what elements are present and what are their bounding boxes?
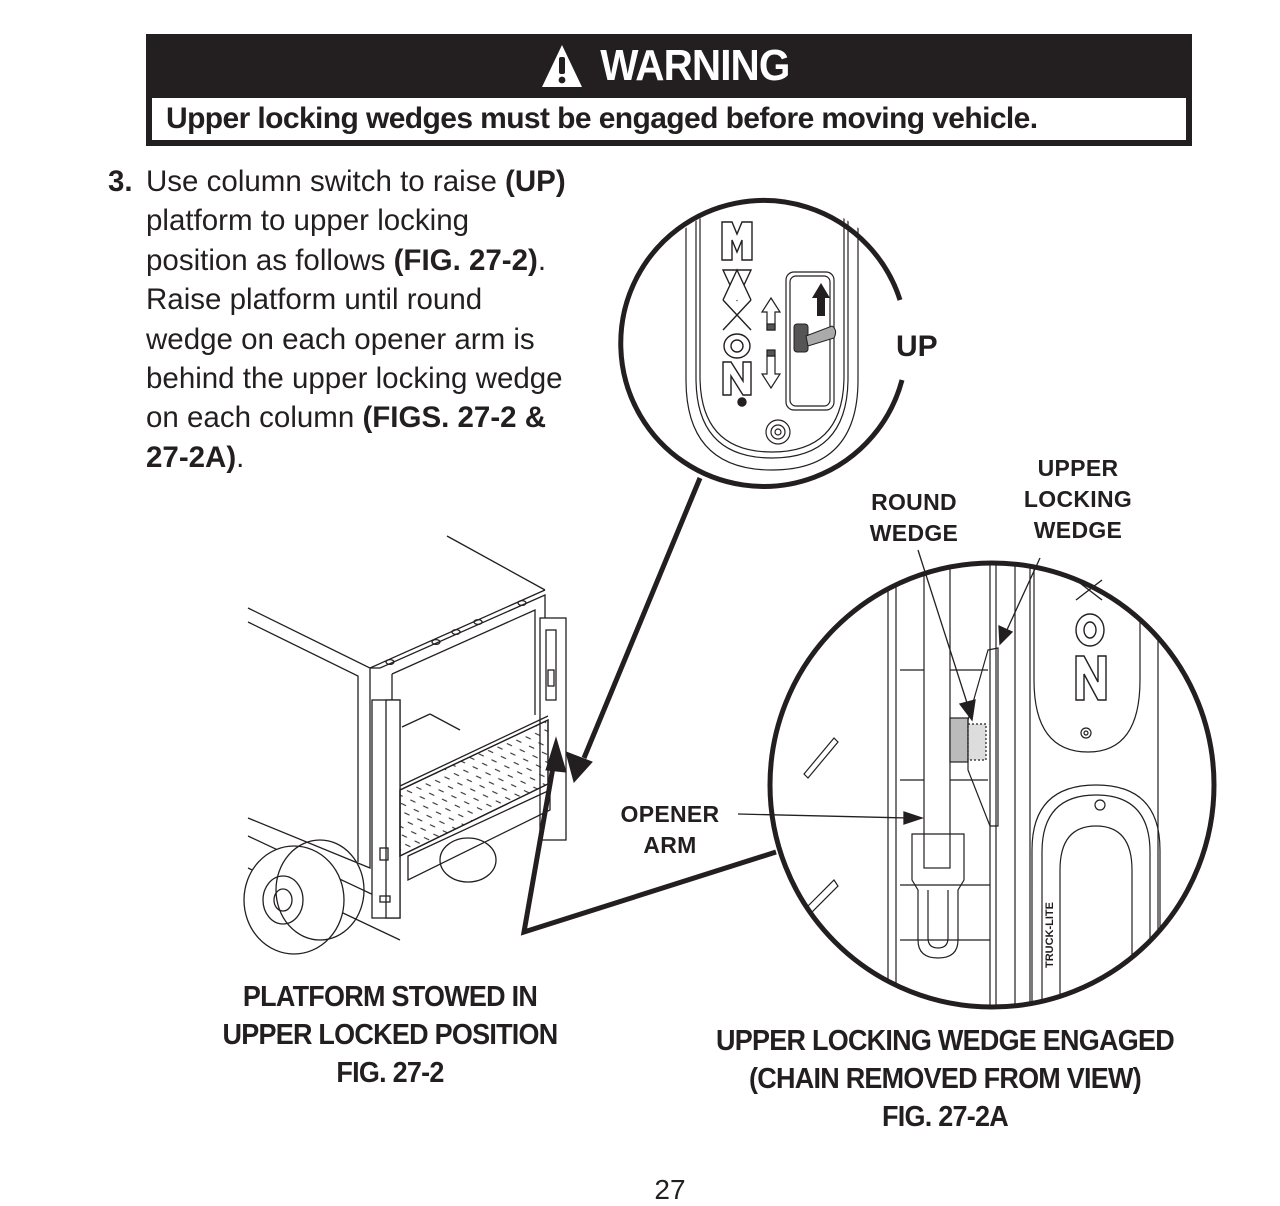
round-wedge-callout: ROUND WEDGE (858, 487, 970, 549)
callout-line: WEDGE (1033, 517, 1123, 543)
callout-line: ROUND (871, 489, 957, 515)
warning-banner: WARNING Upper locking wedges must be eng… (146, 34, 1192, 146)
fig-27-2-caption: PLATFORM STOWED IN UPPER LOCKED POSITION… (176, 978, 604, 1092)
up-label: UP (896, 330, 938, 363)
detail-circle-outline (618, 197, 905, 489)
pointer-arrows (520, 477, 777, 936)
warning-header: WARNING (146, 38, 1192, 94)
callout-line: ARM (643, 832, 697, 858)
step-text-segment-bold: (FIGS. 27-2 & 27-2A) (146, 401, 547, 474)
step-text-segment-bold: (UP) (505, 165, 566, 198)
caption-line: FIG. 27-2 (336, 1057, 444, 1089)
opener-arm-callout: OPENER ARM (608, 799, 732, 861)
warning-title: WARNING (600, 41, 790, 90)
wedge-detail-view: TRUCK-LITE (737, 549, 1217, 1010)
caption-line: FIG. 27-2A (882, 1101, 1009, 1133)
page-number: 27 (654, 1174, 686, 1205)
callout-line: UPPER (1037, 455, 1119, 481)
callout-leaders (737, 549, 1041, 825)
caption-line: PLATFORM STOWED IN (242, 981, 538, 1013)
step-text-segment: . Raise platform until round wedge on ea… (146, 243, 563, 435)
marker-lights (385, 599, 527, 666)
step-instructions: Use column switch to raise (UP) platform… (146, 162, 576, 477)
toggle-switch-icon (793, 283, 837, 353)
truck-illustration (243, 535, 567, 955)
step-number: 3. (108, 165, 133, 198)
maxon-logo-partial (1075, 579, 1107, 701)
caption-line: UPPER LOCKING WEDGE ENGAGED (716, 1025, 1175, 1057)
callout-line: WEDGE (869, 520, 959, 546)
step-text-segment: . (236, 440, 245, 474)
switch-detail-view (618, 197, 905, 489)
warning-message-box: Upper locking wedges must be engaged bef… (152, 98, 1186, 140)
fig-27-2a-caption: UPPER LOCKING WEDGE ENGAGED (CHAIN REMOV… (671, 1022, 1220, 1136)
warning-triangle-icon (542, 45, 583, 87)
upper-locking-wedge-callout: UPPER LOCKING WEDGE (1010, 453, 1146, 546)
callout-line: LOCKING (1023, 486, 1133, 512)
up-down-indicator-icon (760, 296, 782, 390)
step-text-segment: platform to upper locking position as fo… (146, 204, 470, 277)
caption-line: (CHAIN REMOVED FROM VIEW) (749, 1063, 1142, 1095)
detail-circle-outline (767, 560, 1217, 1010)
step-text-segment: Use column switch to raise (146, 165, 506, 198)
warning-message: Upper locking wedges must be engaged bef… (166, 102, 1038, 135)
truck-lite-label: TRUCK-LITE (1044, 902, 1056, 968)
callout-line: OPENER (620, 801, 720, 827)
maxon-logo (721, 221, 753, 407)
caption-line: UPPER LOCKED POSITION (222, 1019, 558, 1051)
step-text-segment-bold: (FIG. 27-2) (393, 243, 538, 277)
